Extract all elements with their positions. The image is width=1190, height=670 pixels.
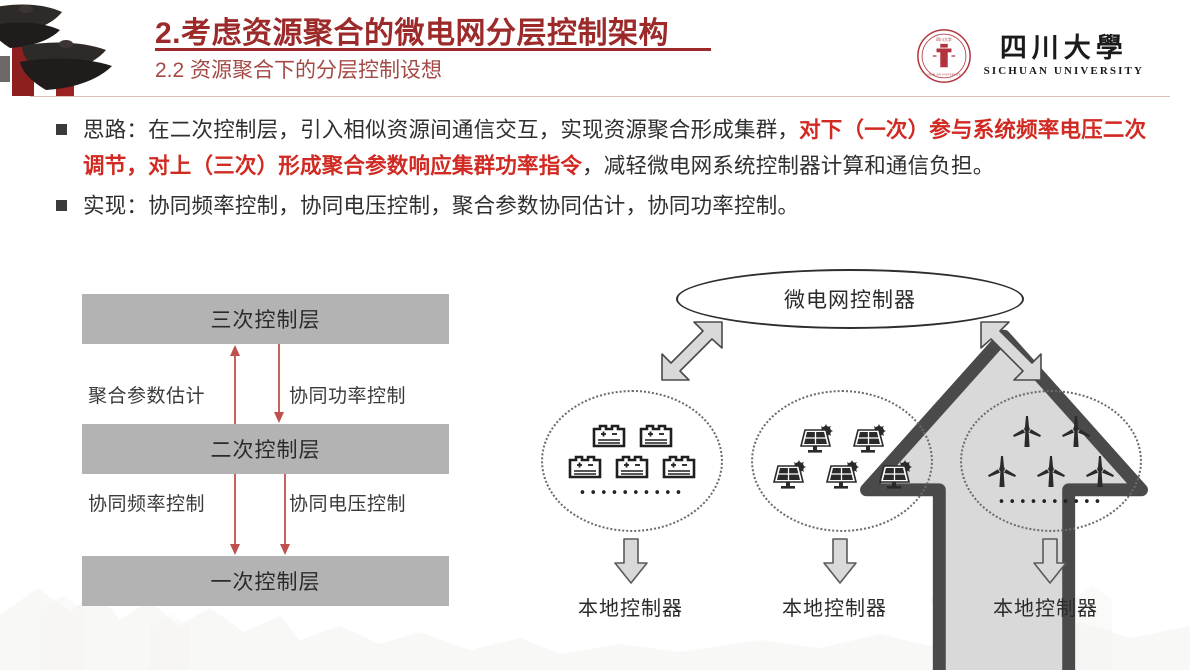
solar-panel-icon (878, 459, 912, 489)
battery-icon-row-2 (568, 453, 696, 480)
bullet-text-2: 实现：协同频率控制，协同电压控制，聚合参数协同估计，协同功率控制。 (83, 194, 800, 219)
cluster-battery: •••••••••• (541, 390, 723, 532)
page-subtitle: 2.2 资源聚合下的分层控制设想 (155, 59, 443, 82)
cluster-wind: •••••••••• (960, 390, 1142, 532)
square-bullet-icon (56, 124, 67, 135)
cluster-wind-ellipsis: •••••••••• (997, 495, 1105, 510)
flow-label-cooperative-frequency-control: 协同频率控制 (88, 494, 206, 515)
arrow-down-local-controller-1 (614, 538, 648, 584)
cluster-battery-icons: •••••••••• (543, 392, 721, 530)
slide-header: 2.考虑资源聚合的微电网分层控制架构 2.2 资源聚合下的分层控制设想 四川大学… (0, 0, 1190, 100)
arrow-bidirectional-left (661, 321, 723, 381)
battery-icon (639, 424, 672, 448)
cluster-battery-ellipsis: •••••••••• (578, 486, 686, 501)
cluster-solar-icons (753, 392, 931, 530)
battery-icon (662, 455, 696, 479)
svg-text:四川大学: 四川大学 (936, 37, 952, 42)
local-controller-label-1: 本地控制器 (578, 598, 683, 620)
bullet-1-seg-2-highlight: 对下（一次）参与系统频率电压二次调节，对上（三次）形成聚合参数响应集群功率指令 (83, 118, 1147, 179)
battery-icon (568, 455, 602, 479)
temple-roof-photo (0, 0, 152, 96)
wind-turbine-icon (988, 456, 1016, 487)
solar-icon-row-2 (769, 459, 915, 492)
wind-turbine-icon (1061, 416, 1090, 447)
header-divider (30, 96, 1170, 97)
logo-english-name: SICHUAN UNIVERSITY (983, 65, 1144, 78)
university-seal-icon: 四川大学 SICHUAN UNIVERSITY (916, 29, 971, 83)
flow-label-cooperative-voltage-control: 协同电压控制 (289, 494, 407, 515)
cluster-wind-icons: •••••••••• (962, 392, 1140, 530)
flow-label-cooperative-power-control: 协同功率控制 (289, 386, 407, 407)
control-layer-primary: 一次控制层 (82, 556, 449, 606)
battery-icon-row-1 (592, 422, 673, 449)
local-controller-label-2: 本地控制器 (782, 598, 887, 620)
cluster-solar (751, 390, 933, 532)
solar-panel-icon (825, 459, 859, 489)
control-layer-secondary: 二次控制层 (82, 424, 449, 474)
title-divider (155, 48, 711, 51)
page-title: 2.考虑资源聚合的微电网分层控制架构 (155, 17, 670, 50)
arrow-bidirectional-right (980, 321, 1042, 381)
control-layer-tertiary: 三次控制层 (82, 294, 449, 344)
wind-turbine-icon (1037, 456, 1065, 487)
wind-icon-row-2 (984, 453, 1118, 489)
wind-icon-row-1 (1009, 413, 1094, 449)
solar-panel-icon (772, 459, 806, 489)
university-logo: 四川大学 SICHUAN UNIVERSITY 四川大學 SICHUAN UNI… (916, 28, 1144, 84)
arrow-down-cooperative-voltage (280, 474, 290, 555)
svg-text:SICHUAN UNIVERSITY: SICHUAN UNIVERSITY (927, 73, 961, 77)
local-controller-label-3: 本地控制器 (993, 598, 1098, 620)
solar-panel-icon (799, 423, 833, 453)
square-bullet-icon (56, 200, 67, 212)
solar-panel-icon (852, 423, 886, 453)
battery-icon (615, 455, 649, 479)
arrow-up-aggregate-estimation (230, 345, 240, 424)
bullet-1-seg-3: ，减轻微电网系统控制器计算和通信负担。 (582, 154, 995, 179)
arrow-down-cooperative-power (274, 344, 284, 423)
bullet-item-1: 思路：在二次控制层，引入相似资源间通信交互，实现资源聚合形成集群，对下（一次）参… (56, 112, 1166, 184)
wind-turbine-icon (1086, 456, 1114, 487)
battery-icon (592, 424, 625, 448)
arrow-down-cooperative-frequency (230, 474, 240, 555)
bullet-text-1: 思路：在二次控制层，引入相似资源间通信交互，实现资源聚合形成集群，对下（一次）参… (83, 112, 1166, 184)
bullet-list: 思路：在二次控制层，引入相似资源间通信交互，实现资源聚合形成集群，对下（一次）参… (56, 112, 1166, 228)
wind-turbine-icon (1012, 416, 1041, 447)
solar-icon-row-1 (796, 423, 889, 456)
bullet-item-2: 实现：协同频率控制，协同电压控制，聚合参数协同估计，协同功率控制。 (56, 188, 1166, 224)
microgrid-controller-node: 微电网控制器 (676, 269, 1024, 329)
arrow-down-local-controller-2 (823, 538, 857, 584)
logo-chinese-name: 四川大學 (999, 32, 1128, 64)
arrow-down-local-controller-3 (1033, 538, 1067, 584)
bullet-1-seg-1: 思路：在二次控制层，引入相似资源间通信交互，实现资源聚合形成集群， (83, 118, 800, 142)
flow-label-aggregate-estimation: 聚合参数估计 (88, 386, 206, 407)
